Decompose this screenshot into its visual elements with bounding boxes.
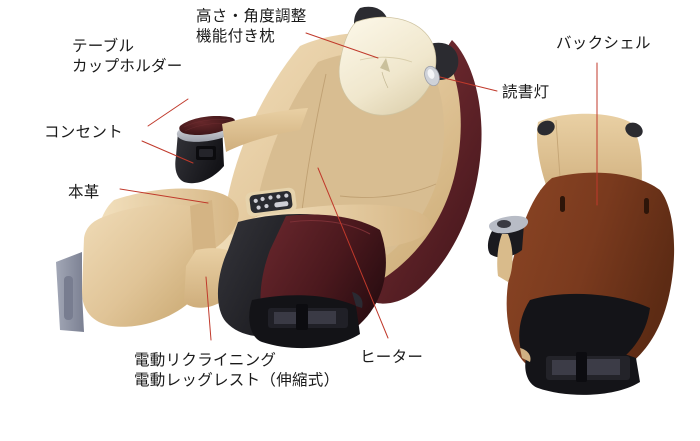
left-armrest-rail [222,108,308,152]
control-panel-buttons[interactable] [253,193,289,210]
pillow-logo-icon [380,58,390,72]
callout-label-heater: ヒーター [360,347,423,367]
callout-label-table-cupholder: テーブルカップホルダー [72,36,183,77]
pillow-logo-tail [381,71,389,89]
callout-line: コンセント [44,123,124,141]
callout-label-recline-legrest: 電動リクライニング電動レッグレスト（伸縮式） [134,350,339,391]
callout-label-pillow: 高さ・角度調整機能付き枕 [196,6,307,47]
pillow-crease [359,56,413,63]
rear-headrest-knob-right [625,122,643,138]
callout-label-power-outlet: コンセント [44,122,123,142]
callout-line: 電動リクライニング [134,351,277,369]
callout-line: テーブル [72,37,135,55]
callout-line: ヒーター [360,348,424,366]
callout-label-back-shell: バックシェル [556,33,651,53]
rear-mechanism-vents [552,359,620,375]
callout-line: バックシェル [556,34,651,52]
power-outlet-face [199,149,213,157]
callout-line: 本革 [68,183,100,201]
callout-line: 機能付き枕 [196,27,276,46]
rear-cupholder-hole [497,220,511,228]
callout-line: カップホルダー [72,57,183,76]
rear-seat-view [487,113,675,395]
callout-label-genuine-leather: 本革 [68,182,100,202]
mechanism-center-bar [296,304,308,330]
rear-base-leather-tab [520,348,531,362]
callout-line: 読書灯 [502,83,550,101]
back-shell-slot-right [644,198,649,214]
callout-line: 高さ・角度調整 [196,7,307,25]
table-cupholder-top[interactable] [179,116,236,136]
rear-armrest-leather [497,234,513,282]
legrest [82,204,196,327]
rear-headrest-knob-left [537,120,555,136]
back-shell-slot-left [560,196,565,212]
footrest-slot [64,276,73,320]
callout-label-reading-light: 読書灯 [502,82,549,102]
callout-line: 電動レッグレスト（伸縮式） [134,371,340,390]
rear-mechanism-center-bar [576,352,587,382]
reading-light-lens [427,69,435,79]
